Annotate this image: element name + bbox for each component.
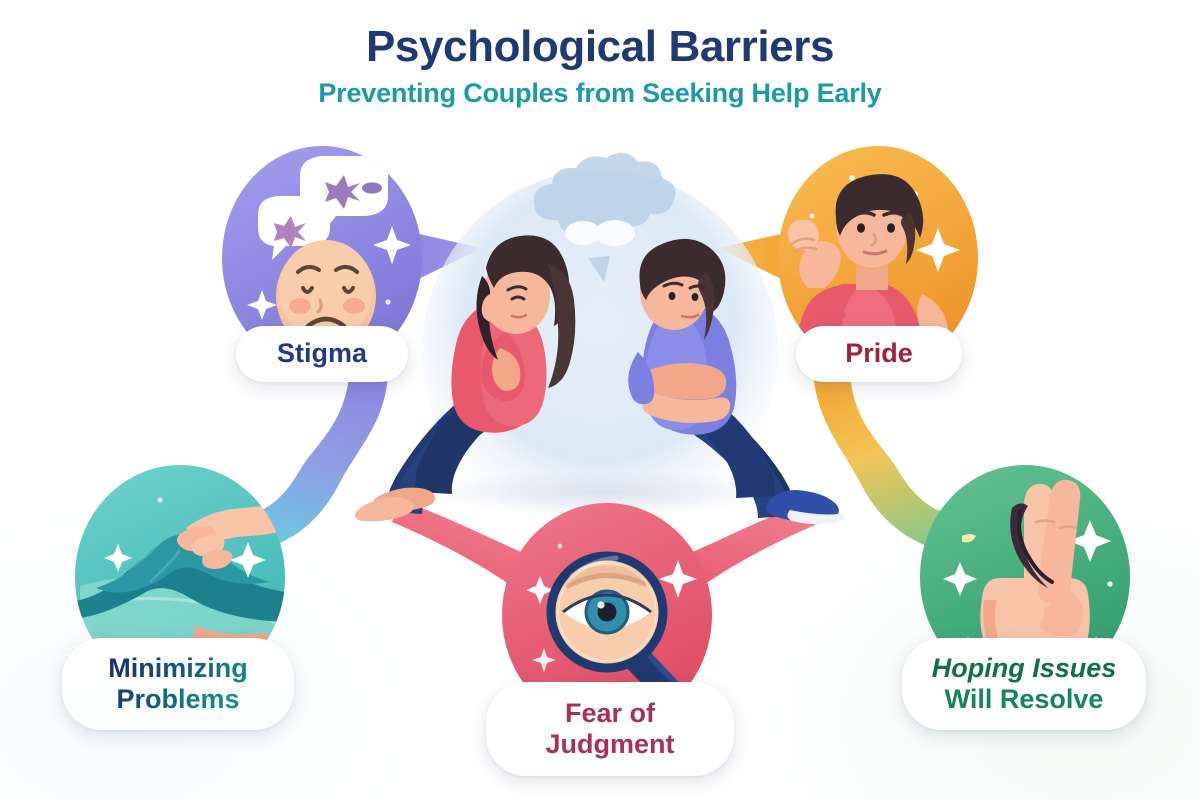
connector-fear-center-right bbox=[674, 500, 822, 598]
barrier-label-stigma[interactable]: Stigma bbox=[236, 326, 408, 382]
connector-pride-resolve bbox=[812, 352, 968, 556]
floor-shadow bbox=[414, 470, 794, 514]
connector-stigma-minimizing bbox=[232, 352, 389, 556]
barrier-label-hoping-issues-will-resolve[interactable]: Hoping Issues Will Resolve bbox=[902, 638, 1146, 730]
barrier-label-fear-line-1: Fear of bbox=[564, 697, 656, 728]
barrier-label-fear-line-2: Judgment bbox=[545, 729, 675, 759]
barrier-label-minimizing-line-2: Problems bbox=[116, 684, 240, 714]
barrier-label-pride-line-1: Pride bbox=[845, 338, 913, 369]
barrier-label-minimizing-line-1: Minimizing bbox=[108, 652, 248, 683]
barrier-label-fear-of-judgment[interactable]: Fear of Judgment bbox=[486, 682, 734, 776]
barrier-label-resolve-line-2: Will Resolve bbox=[944, 684, 1104, 714]
woman-figure bbox=[355, 235, 576, 522]
barrier-label-stigma-line-1: Stigma bbox=[276, 338, 368, 369]
barrier-node-fear-of-judgment[interactable] bbox=[502, 503, 712, 727]
man-figure bbox=[628, 238, 845, 525]
barrier-label-minimizing-problems[interactable]: Minimizing Problems bbox=[62, 638, 294, 730]
connector-fear-center-left bbox=[392, 500, 540, 598]
header: Psychological Barriers Preventing Couple… bbox=[0, 22, 1200, 109]
barrier-node-stigma[interactable] bbox=[222, 146, 422, 370]
center-illustration bbox=[355, 152, 845, 534]
magnifying-glass-eye-icon bbox=[526, 543, 697, 716]
page-title: Psychological Barriers bbox=[365, 22, 835, 71]
thought-bubble-icon bbox=[533, 152, 676, 282]
page-subtitle: Preventing Couples from Seeking Help Ear… bbox=[318, 78, 882, 109]
barrier-label-pride[interactable]: Pride bbox=[796, 326, 962, 382]
sad-face-gossip-bubbles-icon bbox=[247, 156, 411, 351]
barrier-label-resolve-line-1: Hoping Issues bbox=[931, 652, 1117, 683]
